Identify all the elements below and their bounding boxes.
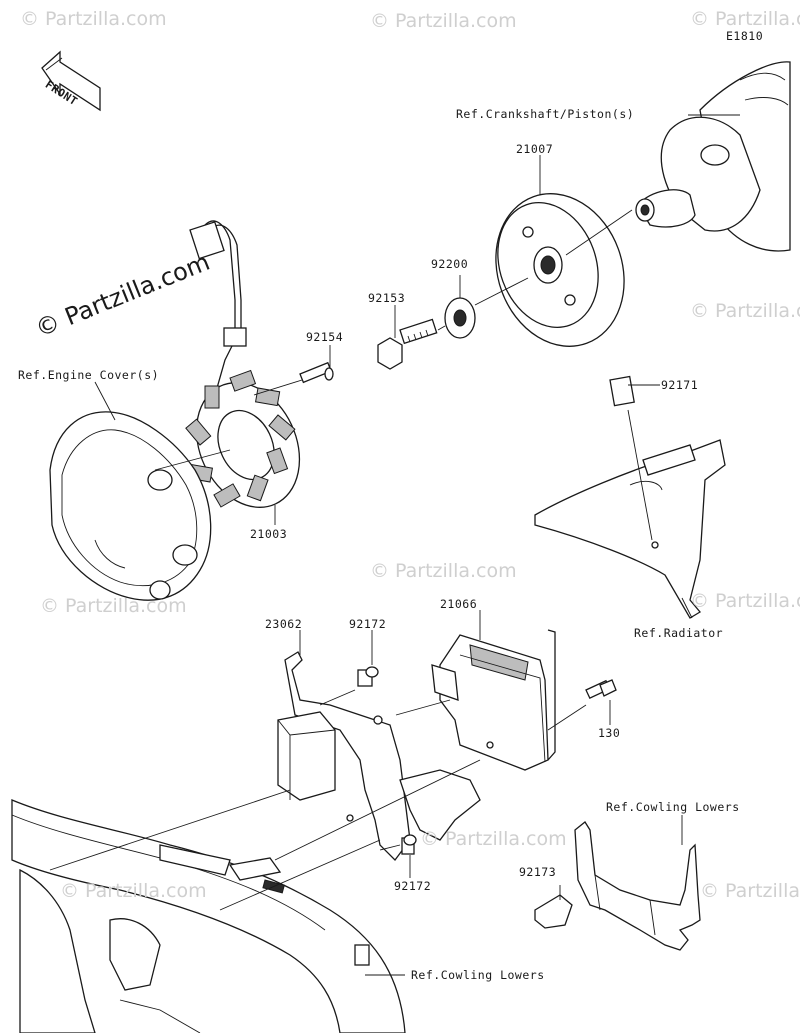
- watermark: © Partzilla.com: [40, 595, 187, 617]
- bolt-92172-bottom-drawing: [401, 834, 417, 855]
- leader-lines: [94, 114, 740, 976]
- ref-crankshaft-label: Ref.Crankshaft/Piston(s): [456, 107, 635, 121]
- cowling-bracket-drawing: [534, 821, 701, 951]
- watermark: © Partzilla.com: [700, 880, 800, 902]
- radiator-drawing: [534, 375, 726, 619]
- watermark: © Partzilla.com: [690, 8, 800, 30]
- front-arrow-icon: [41, 50, 101, 112]
- part-92172-label: 92172: [349, 617, 387, 631]
- bolt-92153-drawing: [377, 318, 438, 370]
- bracket-23062-drawing: [277, 651, 481, 861]
- watermark: © Partzilla.com: [60, 880, 207, 902]
- engine-cover-drawing: [49, 411, 212, 601]
- bolt-92172-top-drawing: [357, 666, 379, 687]
- part-21007-label: 21007: [516, 142, 554, 156]
- part-92171-label: 92171: [661, 378, 699, 392]
- diagram-code: E1810: [726, 29, 764, 43]
- part-92153-label: 92153: [368, 291, 406, 305]
- watermark: © Partzilla.com: [370, 560, 517, 582]
- part-21066-label: 21066: [440, 597, 478, 611]
- watermark: © Partzilla.com: [20, 8, 167, 30]
- part-130-label: 130: [598, 726, 621, 740]
- ref-cowling-lowers-label: Ref.Cowling Lowers: [411, 968, 545, 982]
- frame-drawing: [11, 799, 406, 1033]
- part-21003-label: 21003: [250, 527, 288, 541]
- crankshaft-drawing: [635, 61, 791, 252]
- watermark: © Partzilla.com: [690, 300, 800, 322]
- part-23062-label: 23062: [265, 617, 303, 631]
- part-92172-label: 92172: [394, 879, 432, 893]
- ref-radiator-label: Ref.Radiator: [634, 626, 724, 640]
- alignment-lines: [49, 209, 653, 911]
- ref-engine-cover-label: Ref.Engine Cover(s): [18, 368, 160, 382]
- ref-cowling-lowers-label: Ref.Cowling Lowers: [606, 800, 740, 814]
- watermark: © Partzilla.com: [370, 10, 517, 32]
- watermark: © Partzilla.com: [420, 828, 567, 850]
- flywheel-21007-drawing: [495, 193, 625, 347]
- bolt-92154-drawing: [299, 361, 334, 384]
- bolt-130-drawing: [585, 679, 617, 700]
- washer-92200-drawing: [444, 297, 476, 339]
- part-92154-label: 92154: [306, 330, 344, 344]
- part-92173-label: 92173: [519, 865, 557, 879]
- part-92200-label: 92200: [431, 257, 469, 271]
- watermark: © Partzilla.com: [690, 590, 800, 612]
- regulator-21066-drawing: [431, 629, 556, 771]
